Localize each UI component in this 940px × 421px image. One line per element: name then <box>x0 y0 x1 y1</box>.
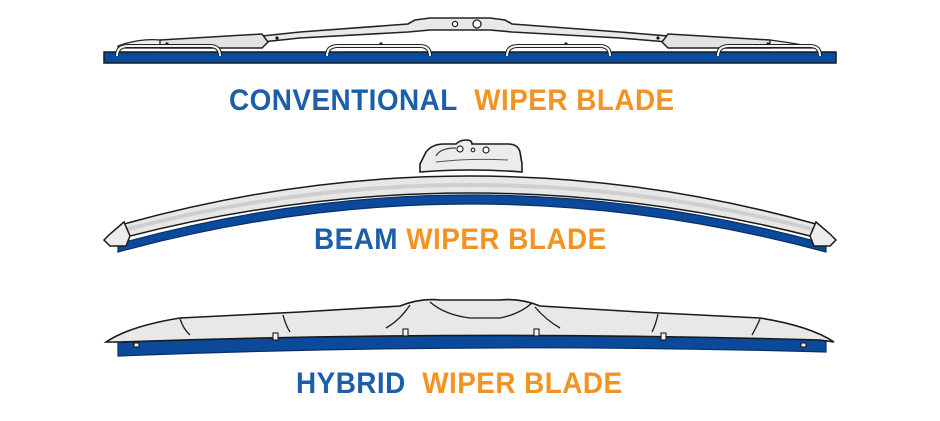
type-word-hybrid: HYBRID <box>296 367 406 400</box>
beam-blade-title: BEAM WIPER BLADE <box>314 225 607 255</box>
conventional-blade-title: CONVENTIONAL WIPER BLADE <box>229 86 675 116</box>
type-word-beam: BEAM <box>314 223 399 256</box>
wiper-blade-suffix: WIPER BLADE <box>474 84 675 117</box>
type-word-conventional: CONVENTIONAL <box>229 84 458 117</box>
wiper-blade-suffix: WIPER BLADE <box>422 367 623 400</box>
conventional-wiper-blade-icon <box>103 17 837 64</box>
wiper-blade-suffix: WIPER BLADE <box>406 223 607 256</box>
hybrid-blade-title: HYBRID WIPER BLADE <box>296 369 623 399</box>
